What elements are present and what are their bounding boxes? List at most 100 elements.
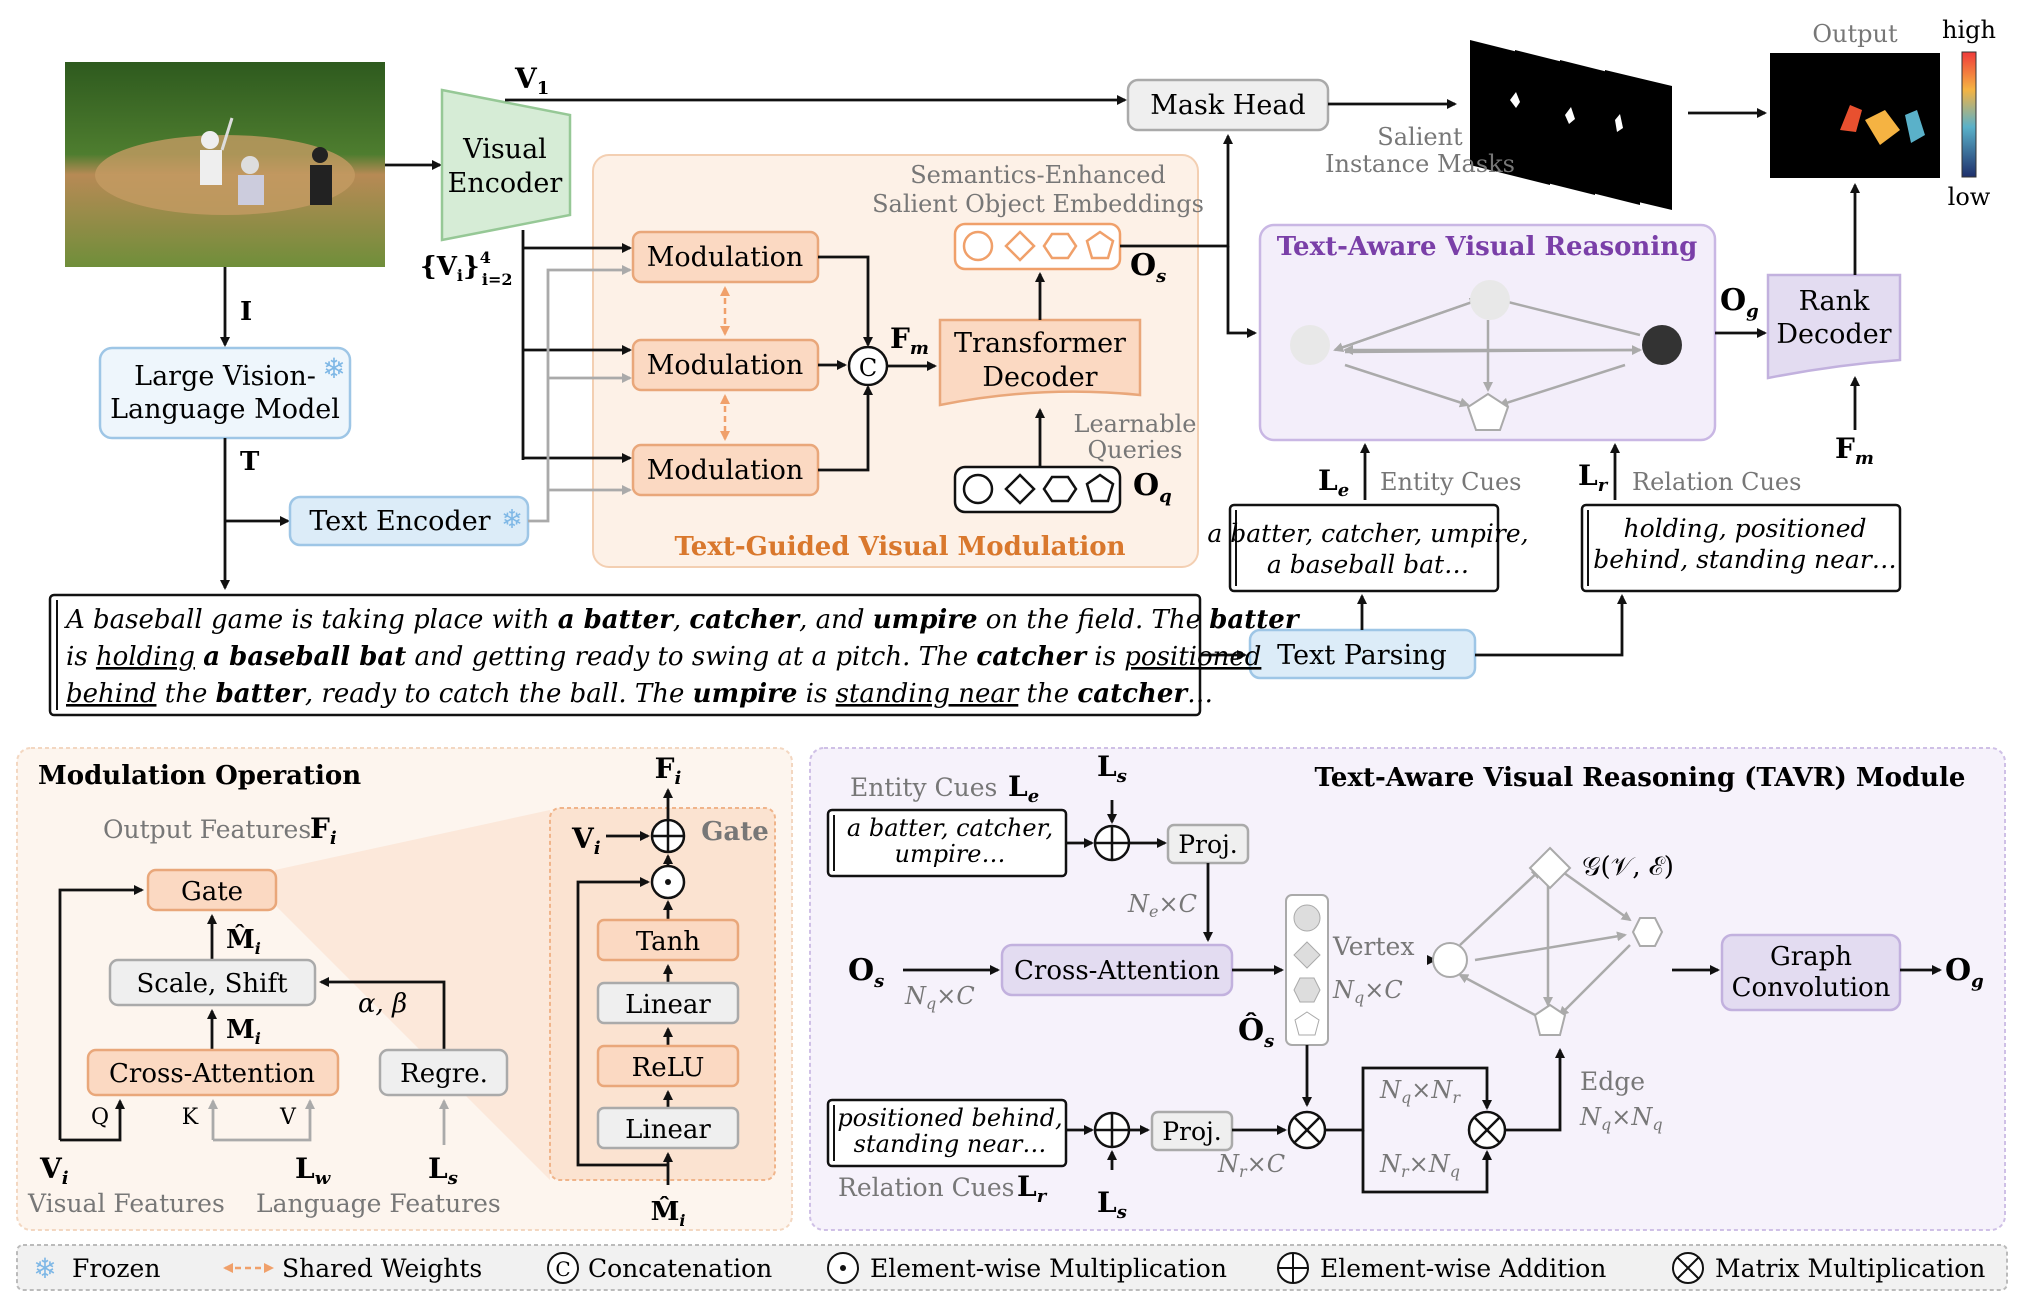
learnable-queries-label-2: Queries [1087, 436, 1182, 464]
tavr-os-label: Os [848, 953, 884, 992]
vertex-dim-label: Nq×C [1332, 976, 1403, 1007]
high-label: high [1942, 16, 1996, 44]
linear2-label: Linear [625, 1115, 711, 1145]
arrow-parsing-to-relation [1475, 594, 1627, 657]
arrow-mod3-to-concat [818, 385, 873, 472]
linear1-label: Linear [625, 990, 711, 1020]
tavr-title: Text-Aware Visual Reasoning [1277, 232, 1698, 262]
language-features-label: Language Features [256, 1189, 501, 1218]
legend-ew-add: Element-wise Addition [1320, 1254, 1606, 1283]
linear1-block [596, 981, 740, 1025]
legend-concat-icon [547, 1252, 579, 1284]
entity-text-2: a baseball bat… [1267, 550, 1469, 579]
tavr-module-title: Text-Aware Visual Reasoning (TAVR) Modul… [1315, 763, 1966, 793]
arrow-lw-to-v [213, 1099, 315, 1142]
legend-frozen: Frozen [72, 1254, 160, 1283]
text-parsing-label: Text Parsing [1277, 640, 1447, 671]
relation-cues-scroll [1580, 503, 1902, 593]
output-saliency-blob-1 [1840, 105, 1862, 132]
modulation-label-3: Modulation [647, 455, 803, 486]
sese-label-2: Salient Object Embeddings [872, 190, 1204, 218]
relation-text-2: behind, standing near… [1593, 545, 1897, 574]
concat-symbol: C [859, 354, 877, 382]
edge-label: Edge [1580, 1067, 1645, 1096]
v-label: V [279, 1105, 297, 1130]
caption-line-2: is holding a baseball bat and getting re… [66, 642, 1261, 672]
modop-title: Modulation Operation [38, 761, 361, 791]
arrow-mhat-to-mult [576, 877, 668, 1167]
low-label: low [1948, 183, 1991, 211]
frozen-icon: ❄ [322, 352, 345, 385]
tanh-label: Tanh [636, 927, 701, 957]
arrow-mod1-to-concat [818, 255, 873, 347]
k-label: K [182, 1105, 199, 1130]
caption-line-1: A baseball game is taking place with a b… [64, 605, 1301, 635]
transformer-decoder-block [938, 318, 1142, 407]
modop-vi-label: Vi [39, 1152, 69, 1189]
tavr-relation-text-1: positioned behind, [837, 1104, 1062, 1132]
transformer-decoder-label-2: Decoder [982, 362, 1097, 393]
modop-gate-block [146, 868, 278, 912]
ne-c-label: Ne×C [1127, 890, 1197, 921]
tavr-ls2-label: Ls [1097, 1186, 1127, 1223]
vertex-label: Vertex [1332, 932, 1414, 961]
lr-label: Lr [1578, 459, 1609, 496]
relation-cues-label: Relation Cues [1632, 468, 1801, 496]
oq-shape-hexagon [1042, 475, 1078, 503]
fm2-label: Fm [1835, 432, 1874, 469]
mi-label: Mi [226, 1015, 261, 1048]
mhat-label: M̂i [226, 924, 261, 958]
oq-queries [953, 465, 1122, 514]
scale-shift-label: Scale, Shift [136, 969, 288, 999]
tavr-proj-label-1: Proj. [1178, 830, 1238, 859]
legend-concat-symbol: C [555, 1257, 570, 1281]
tgvm-title: Text-Guided Visual Modulation [674, 532, 1125, 562]
oshat-label: Ôs [1238, 1012, 1274, 1052]
nr-c-label: Nr×C [1217, 1150, 1285, 1181]
tavr-graph [1290, 280, 1682, 431]
edge-dim-label: Nq×Nq [1579, 1103, 1663, 1134]
tavr-relation-scroll [826, 1098, 1068, 1168]
frozen-icon-text-encoder: ❄ [501, 505, 523, 535]
modop-gate-label: Gate [181, 877, 243, 907]
modulation-label-2: Modulation [647, 350, 803, 381]
tavr-relation-cues-label: Relation Cues [838, 1173, 1015, 1202]
arrow-regre-to-scale [319, 977, 446, 1050]
tavr-cross-attention-label: Cross-Attention [1014, 956, 1220, 986]
sese-label-1: Semantics-Enhanced [910, 161, 1166, 189]
legend-ew-mult: Element-wise Multiplication [870, 1254, 1227, 1283]
graph-label: 𝒢(𝒱, ℰ) [1582, 852, 1674, 882]
relu-block [596, 1044, 740, 1088]
oq-shape-circle [962, 473, 994, 505]
learnable-queries-label-1: Learnable [1074, 410, 1197, 438]
output-saliency-blob-2 [1865, 110, 1900, 145]
linear2-block [596, 1106, 740, 1150]
salient-masks-stack [1470, 40, 1672, 210]
text-encoder-label: Text Encoder [309, 506, 490, 537]
modop-fi-label: Fi [310, 812, 337, 849]
legend-frozen-icon: ❄ [33, 1252, 56, 1285]
regre-label: Regre. [400, 1059, 488, 1089]
tavr-lr-label: Lr [1017, 1170, 1048, 1207]
nrnq-label: Nr×Nq [1379, 1150, 1460, 1181]
scale-shift-block [108, 958, 317, 1007]
lvlm-label-1: Large Vision- [134, 361, 316, 392]
gate-fi-label: Fi [655, 752, 682, 789]
gate-detail-title: Gate [701, 817, 769, 847]
graph-convolution-block [1720, 933, 1902, 1012]
oq-shape-diamond [1004, 473, 1036, 505]
visual-encoder-label-2: Encoder [448, 168, 563, 199]
tavr-og-label: Og [1945, 953, 1984, 992]
tavr-entity-cues-label: Entity Cues [850, 773, 997, 802]
mask-head-label: Mask Head [1150, 90, 1305, 121]
modop-cross-attention-label: Cross-Attention [109, 1059, 315, 1089]
entity-cues-label: Entity Cues [1380, 468, 1521, 496]
alpha-beta-label: α, β [358, 989, 407, 1019]
salient-masks-label-2: Instance Masks [1325, 150, 1515, 178]
regre-block [378, 1048, 509, 1097]
tavr-graph-detail [1432, 846, 1664, 1036]
input-label: I [240, 297, 252, 327]
